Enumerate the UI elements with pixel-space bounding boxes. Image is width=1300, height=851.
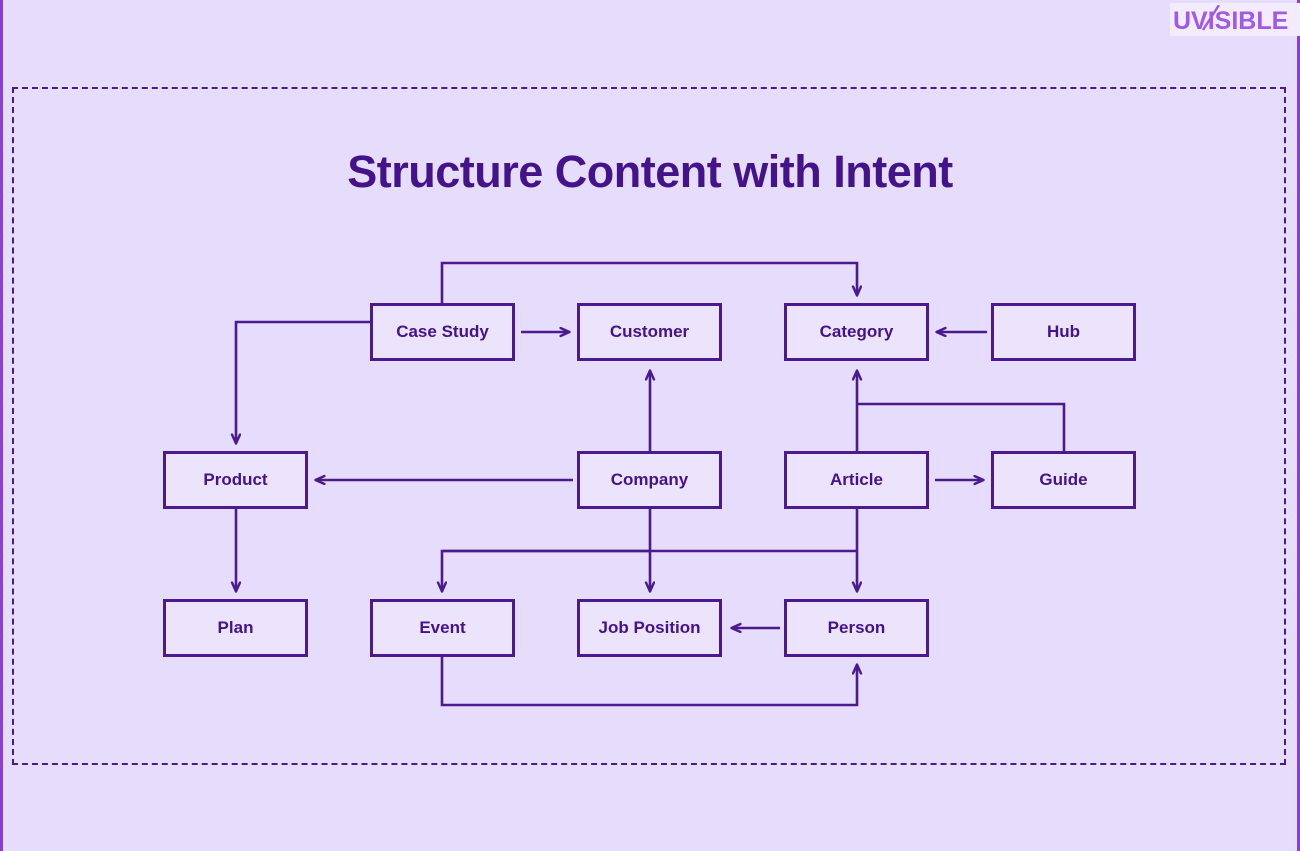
edge-event-to-person xyxy=(440,657,857,707)
node-article[interactable]: Article xyxy=(784,451,929,509)
node-company[interactable]: Company xyxy=(577,451,722,509)
node-label: Job Position xyxy=(598,618,701,637)
node-product[interactable]: Product xyxy=(163,451,308,509)
node-label: Product xyxy=(203,470,268,489)
logo-wordmark: UVISIBLE xyxy=(1173,7,1288,35)
node-category[interactable]: Category xyxy=(784,303,929,361)
page-title: Structure Content with Intent xyxy=(347,146,953,197)
uvisible-logo: UVISIBLE xyxy=(1170,3,1300,36)
slash-accent-icon xyxy=(1201,4,1221,31)
node-label: Event xyxy=(419,618,466,637)
node-person[interactable]: Person xyxy=(784,599,929,657)
node-event[interactable]: Event xyxy=(370,599,515,657)
node-guide[interactable]: Guide xyxy=(991,451,1136,509)
node-case-study[interactable]: Case Study xyxy=(370,303,515,361)
diagram-dashed-frame xyxy=(12,87,1286,765)
node-label: Company xyxy=(610,470,689,489)
node-label: Article xyxy=(830,470,883,489)
node-job-position[interactable]: Job Position xyxy=(577,599,722,657)
node-label: Customer xyxy=(609,322,690,341)
node-label: Plan xyxy=(217,618,254,637)
node-label: Hub xyxy=(1046,322,1081,341)
node-label: Case Study xyxy=(396,322,489,341)
edge-case-study-to-category xyxy=(440,261,857,303)
node-customer[interactable]: Customer xyxy=(577,303,722,361)
node-label: Person xyxy=(827,618,886,637)
edge-company-to-event xyxy=(442,549,650,591)
edge-guide-to-category xyxy=(857,402,1066,451)
node-plan[interactable]: Plan xyxy=(163,599,308,657)
edge-case-study-to-product xyxy=(236,320,370,443)
uvisible-logo-mark: UVISIBLE xyxy=(1173,4,1288,35)
node-label: Category xyxy=(819,322,894,341)
node-label: Guide xyxy=(1039,470,1088,489)
node-hub[interactable]: Hub xyxy=(991,303,1136,361)
